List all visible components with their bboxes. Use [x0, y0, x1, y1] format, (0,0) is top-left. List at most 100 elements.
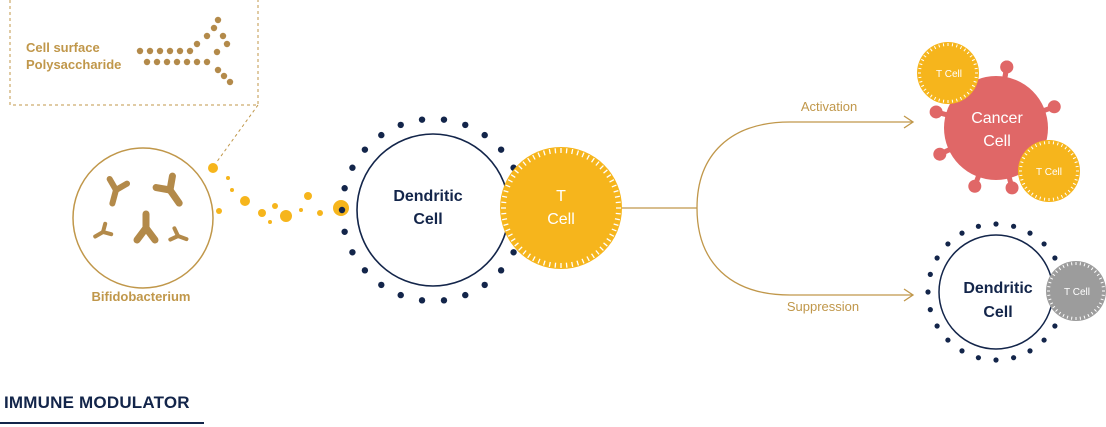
t-cell-bottom: T Cell — [1018, 140, 1080, 202]
t-cell-tick — [1052, 305, 1056, 309]
receptor-dot — [934, 255, 940, 261]
t-cell-tick — [1022, 182, 1026, 186]
t-cell-tick — [1058, 267, 1062, 271]
t-cell-tick — [581, 152, 585, 158]
t-cell-tick — [1048, 281, 1052, 284]
receptor-dot — [361, 267, 369, 274]
t-cell-tick — [522, 250, 527, 255]
t-cell-tick — [522, 161, 527, 166]
section-title: IMMUNE MODULATOR — [4, 393, 190, 412]
cancer-cell: Cancer Cell — [929, 60, 1061, 195]
t-cell-tick — [1074, 161, 1078, 164]
receptor-dot — [927, 306, 933, 313]
t-cell-tick — [518, 246, 523, 251]
t-cell-tick — [923, 54, 927, 58]
t-cell-tick — [606, 174, 612, 178]
receptor-dot — [378, 281, 385, 289]
t-cell-tick — [591, 253, 595, 259]
polysaccharide-dot — [210, 24, 218, 32]
t-cell-tick — [1087, 313, 1090, 318]
polysaccharide-dot — [220, 72, 228, 80]
t-cell-tick — [613, 223, 619, 227]
t-cell-suppressed: T Cell — [1046, 261, 1106, 321]
dendritic-cell-receptors — [925, 221, 1067, 363]
receptor-dot — [481, 131, 488, 139]
receptor-dot — [1052, 323, 1058, 329]
callout-label-line1: Cell surface — [26, 40, 100, 55]
t-cell-tick — [576, 260, 580, 266]
t-cell-tick — [1062, 264, 1065, 269]
t-cell-tick — [586, 256, 590, 262]
receptor-dot — [1052, 255, 1058, 261]
t-cell-tick — [1064, 192, 1068, 196]
polysaccharide-dot — [136, 47, 144, 55]
t-cell-tick — [933, 96, 937, 100]
t-cell-tick — [507, 179, 513, 183]
t-cell-tick — [969, 88, 973, 92]
polysaccharide-dot — [213, 48, 221, 56]
t-cell-tick — [1048, 298, 1052, 301]
t-cell-tick — [959, 46, 963, 50]
dendritic-cell-label-line2: Cell — [413, 211, 442, 228]
t-cell-tick — [532, 154, 536, 160]
cancer-spike-knob — [929, 105, 943, 119]
t-cell-tick — [548, 149, 551, 155]
title-underline — [0, 422, 204, 424]
polysaccharide-dot — [173, 58, 181, 66]
activation-label: Activation — [801, 99, 857, 114]
t-cell-tick — [591, 157, 595, 163]
polysaccharide-dot — [166, 47, 174, 55]
t-cell-tick — [1066, 315, 1069, 319]
receptor-dot — [418, 297, 426, 304]
t-cell-tick — [1083, 263, 1086, 267]
t-cell-tick — [595, 250, 600, 255]
t-cell-tick — [1020, 161, 1024, 164]
cancer-spike-knob — [933, 147, 947, 161]
receptor-dot — [1010, 355, 1017, 361]
t-cell-tick — [1100, 298, 1104, 301]
t-cell-tick — [532, 256, 536, 262]
receptor-dot — [945, 241, 951, 247]
receptor-dot — [925, 289, 931, 295]
t-cell-tick — [614, 195, 620, 198]
t-cell-tick — [599, 246, 604, 251]
t-cell-tick — [919, 63, 923, 66]
receptor-dot — [975, 223, 982, 229]
t-cell-central: T Cell — [500, 147, 622, 269]
t-cell-tick — [1060, 194, 1064, 198]
polysaccharide-dot — [193, 58, 201, 66]
receptor-dot — [927, 271, 933, 278]
t-cell-tick — [510, 174, 516, 178]
t-cell-tick — [505, 184, 511, 188]
t-cell-tick — [921, 84, 925, 88]
dendritic-cell-label-line1: Dendritic — [393, 188, 462, 205]
cancer-cell-label-line1: Cancer — [971, 110, 1023, 127]
suppressed-dendritic-label-line1: Dendritic — [963, 280, 1032, 297]
t-cell-tick — [505, 228, 511, 232]
t-cell-tick — [527, 253, 531, 259]
polysaccharide-dot — [193, 40, 201, 48]
t-cell-tick — [969, 54, 973, 58]
t-cell-tick — [1039, 196, 1042, 200]
t-cell-tick — [1020, 178, 1024, 181]
cancer-spike-knob — [968, 179, 982, 193]
t-cell-tick — [966, 91, 970, 95]
t-cell-label-line1: T — [556, 188, 566, 205]
t-cell-tick — [1094, 309, 1097, 312]
dendritic-cell-suppressed: Dendritic Cell — [925, 221, 1067, 363]
t-cell-tick — [537, 152, 541, 158]
polysaccharide-dot — [183, 58, 191, 66]
cancer-spike-knob — [1000, 60, 1014, 74]
polysaccharide-dot — [223, 40, 231, 48]
t-cell-tick — [542, 260, 546, 266]
t-cell-tick — [581, 258, 585, 264]
receptor-dot — [934, 323, 940, 329]
receptor-dot — [341, 228, 348, 235]
t-cell-tick — [1098, 277, 1103, 280]
t-cell-tick — [1055, 270, 1058, 273]
t-cell-tick — [576, 150, 580, 156]
t-cell-tick — [955, 44, 958, 48]
t-cell-tick — [613, 189, 619, 193]
t-cell-tick — [933, 46, 937, 50]
